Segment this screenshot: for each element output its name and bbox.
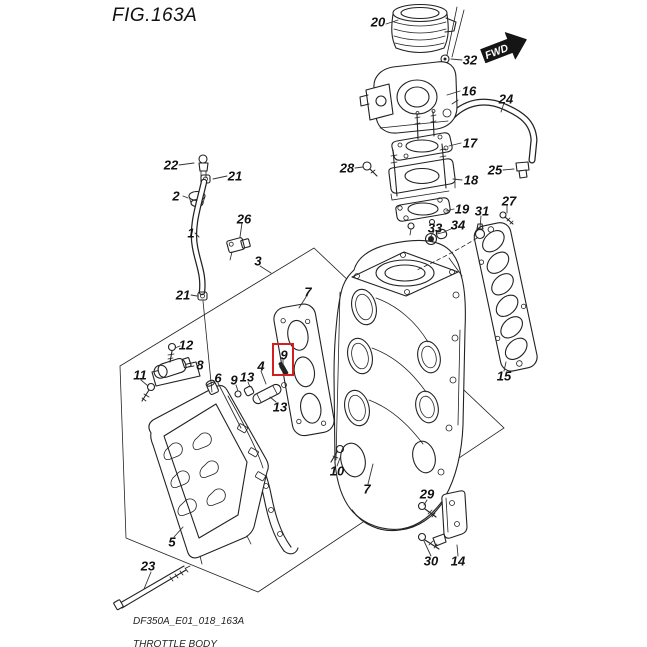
- bolt-10: [330, 444, 345, 463]
- part-label-27[interactable]: 27: [501, 193, 517, 209]
- bolt-29: [417, 501, 437, 518]
- part-label-26[interactable]: 26: [236, 211, 252, 227]
- part-label-13[interactable]: 13: [272, 399, 288, 415]
- spacer-18: [388, 143, 456, 201]
- vent-hose-24: [448, 98, 538, 164]
- part-label-7[interactable]: 7: [363, 481, 371, 497]
- part-label-6[interactable]: 6: [214, 370, 222, 386]
- part-label-14[interactable]: 14: [450, 553, 466, 569]
- part-label-28[interactable]: 28: [339, 160, 355, 176]
- manifold-gasket-15: [473, 222, 538, 372]
- part-label-7[interactable]: 7: [304, 284, 312, 300]
- leader-lines: [140, 19, 515, 590]
- part-label-29[interactable]: 29: [419, 486, 435, 502]
- part-label-9[interactable]: 9: [230, 372, 238, 388]
- clip-34: [435, 228, 448, 240]
- part-label-24[interactable]: 24: [498, 91, 514, 107]
- intake-cover-5: [148, 379, 269, 565]
- part-label-18[interactable]: 18: [463, 172, 479, 188]
- part-label-22[interactable]: 22: [163, 157, 179, 173]
- footer-caption: THROTTLE BODY: [133, 639, 217, 647]
- part-label-20[interactable]: 20: [370, 14, 386, 30]
- part-label-33[interactable]: 33: [427, 220, 443, 236]
- bolt-30: [417, 532, 440, 550]
- part-label-1[interactable]: 1: [187, 225, 195, 241]
- part-label-17[interactable]: 17: [462, 135, 478, 151]
- part-label-4[interactable]: 4: [257, 358, 265, 374]
- part-label-23[interactable]: 23: [140, 558, 156, 574]
- part-label-2[interactable]: 2: [172, 188, 180, 204]
- bolt-28: [362, 161, 378, 177]
- gasket-17: [391, 109, 453, 161]
- assembly-frame: [119, 247, 505, 593]
- part-label-30[interactable]: 30: [423, 553, 439, 569]
- pipe-4-with-seals: [234, 362, 289, 405]
- intake-duct-20: [391, 3, 465, 58]
- breather-hose-1: [190, 178, 208, 296]
- part-label-3[interactable]: 3: [254, 253, 262, 269]
- part-label-32[interactable]: 32: [462, 52, 478, 68]
- bracket-14: [432, 490, 468, 547]
- part-label-25[interactable]: 25: [487, 162, 503, 178]
- part-label-11[interactable]: 11: [133, 367, 147, 383]
- part-label-34[interactable]: 34: [450, 217, 466, 233]
- sensor-26: [226, 237, 251, 261]
- bolt-11: [141, 382, 156, 402]
- bolt-27: [499, 211, 514, 225]
- fitting-25: [515, 161, 530, 179]
- part-label-12[interactable]: 12: [178, 337, 194, 353]
- footer-drawing-code: DF350A_E01_018_163A: [133, 616, 245, 627]
- gasket-19: [395, 197, 451, 236]
- part-label-8[interactable]: 8: [196, 357, 204, 373]
- figure-title: FIG.163A: [112, 5, 198, 26]
- part-label-16[interactable]: 16: [461, 83, 477, 99]
- part-label-10[interactable]: 10: [329, 463, 345, 479]
- part-label-5[interactable]: 5: [168, 534, 176, 550]
- part-label-21[interactable]: 21: [227, 168, 243, 184]
- part-label-19[interactable]: 19: [454, 201, 470, 217]
- highlight-box: [272, 343, 294, 376]
- part-label-31[interactable]: 31: [474, 203, 490, 219]
- bolt-12: [167, 342, 177, 363]
- long-bolt-23: [113, 565, 191, 611]
- part-label-15[interactable]: 15: [496, 368, 512, 384]
- part-label-9[interactable]: 9: [280, 347, 288, 363]
- part-label-21[interactable]: 21: [175, 287, 191, 303]
- hose-clamp-21-lower: [197, 291, 213, 393]
- grommet-33: [424, 232, 438, 246]
- manifold-gasket-7: [273, 303, 335, 437]
- part-label-13[interactable]: 13: [239, 369, 255, 385]
- sensor-31: [416, 223, 486, 271]
